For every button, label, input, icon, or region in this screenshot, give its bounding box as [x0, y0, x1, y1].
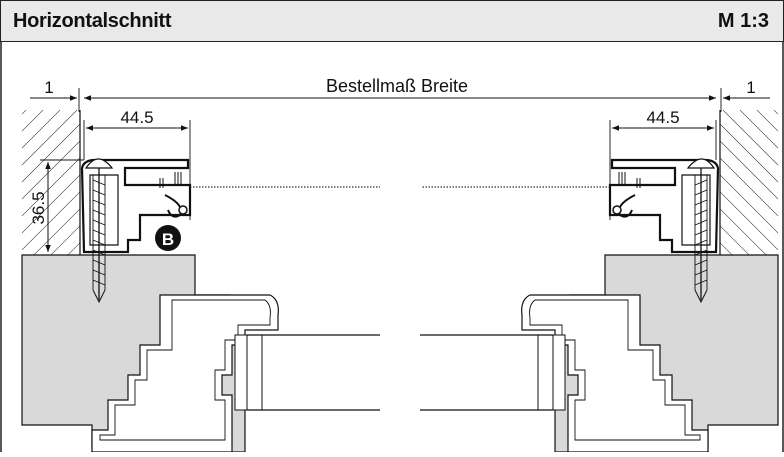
right-spring-clip: [618, 194, 636, 218]
left-spring-clip: [164, 194, 182, 218]
left-screw: [84, 158, 114, 304]
right-clip-pin: [612, 205, 622, 215]
right-sash-profile: [521, 294, 709, 453]
right-dim-44-label: 44.5: [646, 108, 679, 127]
left-brush-seal: [159, 172, 182, 188]
left-glazing-bead: [234, 334, 248, 411]
right-guide-profile: [608, 158, 720, 254]
left-sash-inner: [99, 299, 271, 441]
left-section: B 44.5 36.5 1: [21, 78, 380, 453]
right-sash-inner: [529, 299, 701, 441]
left-sash-profile: [91, 294, 279, 453]
right-screw: [686, 158, 716, 304]
left-guide-profile: [80, 158, 192, 254]
right-brush-seal: [618, 172, 641, 188]
marker-b-label: B: [162, 230, 174, 249]
section-drawing-svg: B 44.5 36.5 1 Bestellmaß Breite: [0, 42, 784, 453]
drawing-scale: M 1:3: [717, 10, 769, 32]
marker-b-circle: [155, 225, 181, 251]
right-wall-hatch: [720, 110, 778, 255]
left-clip-pin: [178, 205, 188, 215]
overall-width-label: Bestellmaß Breite: [326, 76, 468, 96]
drawing-title: Horizontalschnitt: [13, 10, 172, 32]
right-section: [420, 88, 779, 453]
left-gap-label: 1: [44, 78, 53, 97]
title-bar: Horizontalschnitt M 1:3: [0, 0, 784, 42]
left-guide-chamber: [89, 174, 119, 246]
left-dim-height-label: 36.5: [29, 191, 48, 224]
section-drawing: B 44.5 36.5 1 Bestellmaß Breite: [0, 42, 784, 453]
left-wall-hatch: [22, 110, 80, 255]
left-dim-44-label: 44.5: [120, 108, 153, 127]
right-gap-label: 1: [746, 78, 755, 97]
right-glazing-bead: [552, 334, 566, 411]
right-guide-chamber: [681, 174, 711, 246]
